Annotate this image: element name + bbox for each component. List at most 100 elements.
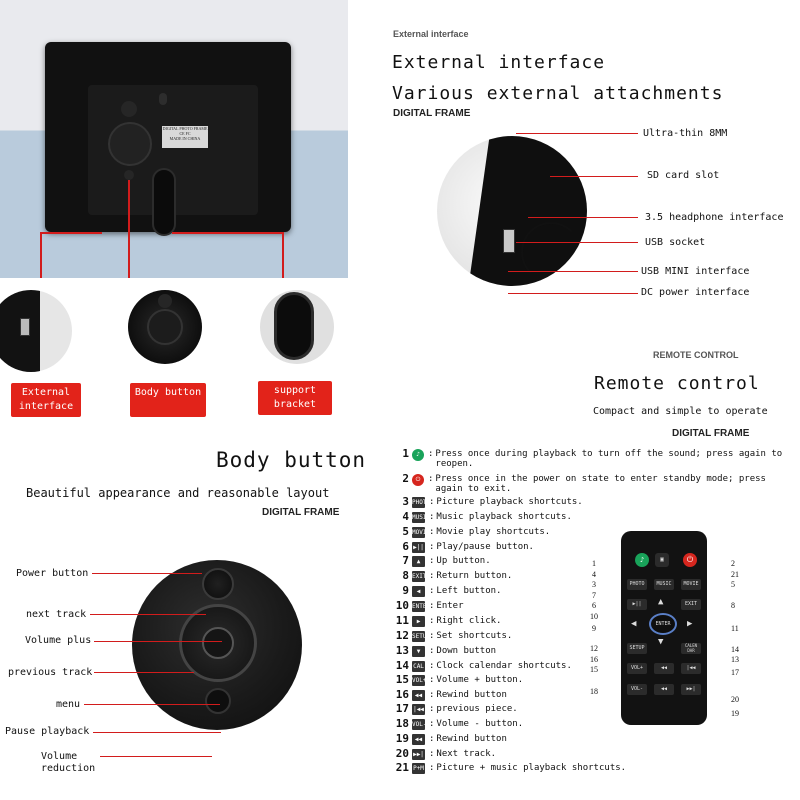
frame-sticker: DIGITAL PHOTO FRAME CE FC MADE IN CHINA [162,126,208,148]
remote-list-number: 6 [402,540,409,553]
usb-socket-port-icon [503,229,515,253]
remote-key-icon: ◀◀ [412,734,425,745]
remote-setup-key: SETUP [627,643,647,654]
remote-volminus-key: VOL- [627,684,647,695]
remote-num-12: 12 [590,644,598,653]
remote-list-item: 2⏻: Press once in the power on state to … [393,472,785,494]
external-title: External interface [392,52,606,73]
remote-list-text: Movie play shortcuts. [436,527,551,537]
body-button-closeup [132,560,302,730]
remote-key-icon: SETUP [412,631,431,642]
remote-up-key: ▲ [658,597,664,607]
frame-back-photo: DIGITAL PHOTO FRAME CE FC MADE IN CHINA [0,0,348,278]
remote-list-number: 15 [395,673,409,686]
remote-key-icon: ▼ [412,646,425,657]
body-line-pause [93,732,221,733]
remote-num-10: 10 [590,612,598,621]
separator: : [429,719,435,729]
separator: : [429,704,435,714]
remote-prev-key: |◀◀ [681,663,701,674]
remote-rewind2-key: ◀◀ [654,684,674,695]
external-interface-detail [0,290,72,372]
remote-num-21: 21 [731,570,739,579]
remote-list-number: 16 [395,688,409,701]
menu-round-button [205,688,231,714]
separator: : [429,616,435,626]
leader-line-body [128,180,130,278]
sticker-text-2: CE FC [179,131,191,136]
remote-key-icon: PHOTO [412,497,431,508]
remote-list-text: Music playback shortcuts. [436,512,572,522]
leader-line-external [40,232,42,278]
remote-list-item: 9◀: Left button. [393,584,786,597]
remote-list-text: Clock calendar shortcuts. [436,661,572,671]
callout-line-5 [508,271,638,272]
callout-headphone: 3.5 headphone interface [645,212,784,223]
back-button-bottom [124,170,134,180]
remote-list-text: Picture + music playback shortcuts. [436,763,627,773]
remote-list-number: 12 [395,629,409,642]
usb-socket-icon [20,318,30,336]
remote-list-number: 10 [395,599,409,612]
remote-num-7: 7 [592,591,596,600]
leader-line-external-h [40,232,102,234]
remote-photo-key: PHOTO [627,579,647,590]
remote-down-key: ▼ [658,637,664,647]
leader-line-bracket-v [282,232,284,278]
separator: : [429,631,435,641]
bracket-stand [152,168,176,236]
separator: : [429,646,435,656]
callout-line-3 [528,217,638,218]
power-round-button [202,568,234,600]
separator: : [429,542,435,552]
separator: : [429,571,435,581]
remote-num-15: 15 [590,665,598,674]
callout-usb-mini: USB MINI interface [641,266,750,277]
body-line-menu [84,704,220,705]
separator: : [429,497,435,507]
separator: : [429,512,435,522]
remote-key-icon: MOVIE [412,527,431,538]
remote-list-number: 11 [395,614,409,627]
remote-list-number: 2 [402,472,409,485]
label-pause-playback: Pause playback [5,726,90,737]
external-brand: DIGITAL FRAME [393,108,471,119]
body-line-next [90,614,206,615]
separator: : [429,601,435,611]
remote-list-text: Left button. [436,586,502,596]
callout-dc-power: DC power interface [641,287,750,298]
remote-list-text: previous piece. [436,704,518,714]
external-small-title: External interface [393,29,469,39]
remote-num-4: 4 [592,570,596,579]
callout-usb-socket: USB socket [645,237,706,248]
remote-key-icon: P+M [412,763,425,774]
remote-key-icon: ▲ [412,556,425,567]
remote-key-icon: ▶▶| [412,749,425,760]
separator: : [429,556,435,566]
remote-num-18: 18 [590,687,598,696]
sticker-text-3: MADE IN CHINA [169,136,201,141]
separator: : [429,661,435,671]
remote-list-item: 17|◀◀: previous piece. [393,703,786,715]
callout-line-6 [508,293,638,294]
remote-subtitle: Compact and simple to operate [593,406,768,417]
remote-list-number: 9 [402,584,409,597]
label-support-bracket: support bracket [258,381,332,415]
hang-hole [159,93,167,105]
remote-list-text: Rewind button [436,734,507,744]
body-subtitle: Beautiful appearance and reasonable layo… [26,486,330,500]
remote-num-19: 19 [731,709,739,718]
remote-list-text: Volume + button. [436,675,524,685]
body-line-prev [94,672,194,673]
remote-list-item: 6▶||: Play/pause button. [393,540,786,553]
power-icon: ⏻ [412,474,424,486]
remote-num-9: 9 [592,624,596,633]
remote-list-item: 20▶▶|: Next track. [393,748,786,760]
remote-key-icon: EXIT [412,571,427,582]
center-button [202,627,234,659]
